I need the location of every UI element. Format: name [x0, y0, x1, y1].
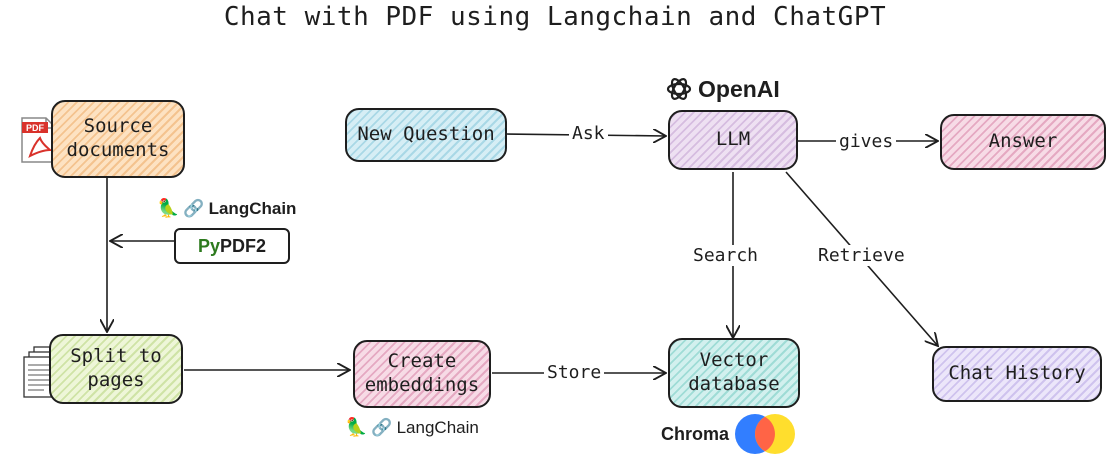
chroma-logo: Chroma: [661, 412, 797, 456]
node-create-embeddings[interactable]: Create embeddings: [353, 340, 491, 408]
edge-label-search: Search: [690, 245, 762, 266]
chain-link-icon: 🔗: [183, 198, 205, 218]
langchain-label-bottom: LangChain: [396, 417, 479, 437]
openai-logo: OpenAI: [664, 74, 780, 104]
edge-label-gives: gives: [836, 131, 897, 152]
edge-label-ask: Ask: [569, 123, 608, 144]
chroma-icon: [735, 414, 796, 454]
langchain-label-top: LangChain: [208, 198, 297, 218]
pdf-icon-label: PDF: [26, 123, 45, 133]
openai-icon: [666, 78, 692, 100]
node-answer[interactable]: Answer: [940, 114, 1106, 170]
node-chat-history[interactable]: Chat History: [932, 346, 1102, 402]
node-new-question[interactable]: New Question: [345, 108, 507, 162]
openai-label: OpenAI: [698, 75, 780, 102]
chain-link-icon: 🔗: [371, 417, 393, 437]
diagram-title: Chat with PDF using Langchain and ChatGP…: [223, 2, 887, 32]
node-vector-database[interactable]: Vector database: [668, 338, 800, 408]
edge-label-retrieve: Retrieve: [815, 245, 908, 266]
node-llm[interactable]: LLM: [668, 110, 798, 170]
pypdf2-suffix: PDF2: [220, 235, 267, 256]
node-source-documents[interactable]: Source documents: [51, 100, 185, 178]
edge-label-store: Store: [544, 362, 605, 383]
chroma-label: Chroma: [661, 423, 730, 444]
langchain-logo-bottom: 🦜 🔗 LangChain: [345, 417, 479, 438]
pypdf2-prefix: Py: [197, 235, 220, 256]
parrot-icon: 🦜: [157, 198, 180, 218]
langchain-logo-top: 🦜 🔗 LangChain: [157, 198, 296, 219]
parrot-icon: 🦜: [345, 417, 368, 437]
node-split-to-pages[interactable]: Split to pages: [49, 334, 183, 404]
